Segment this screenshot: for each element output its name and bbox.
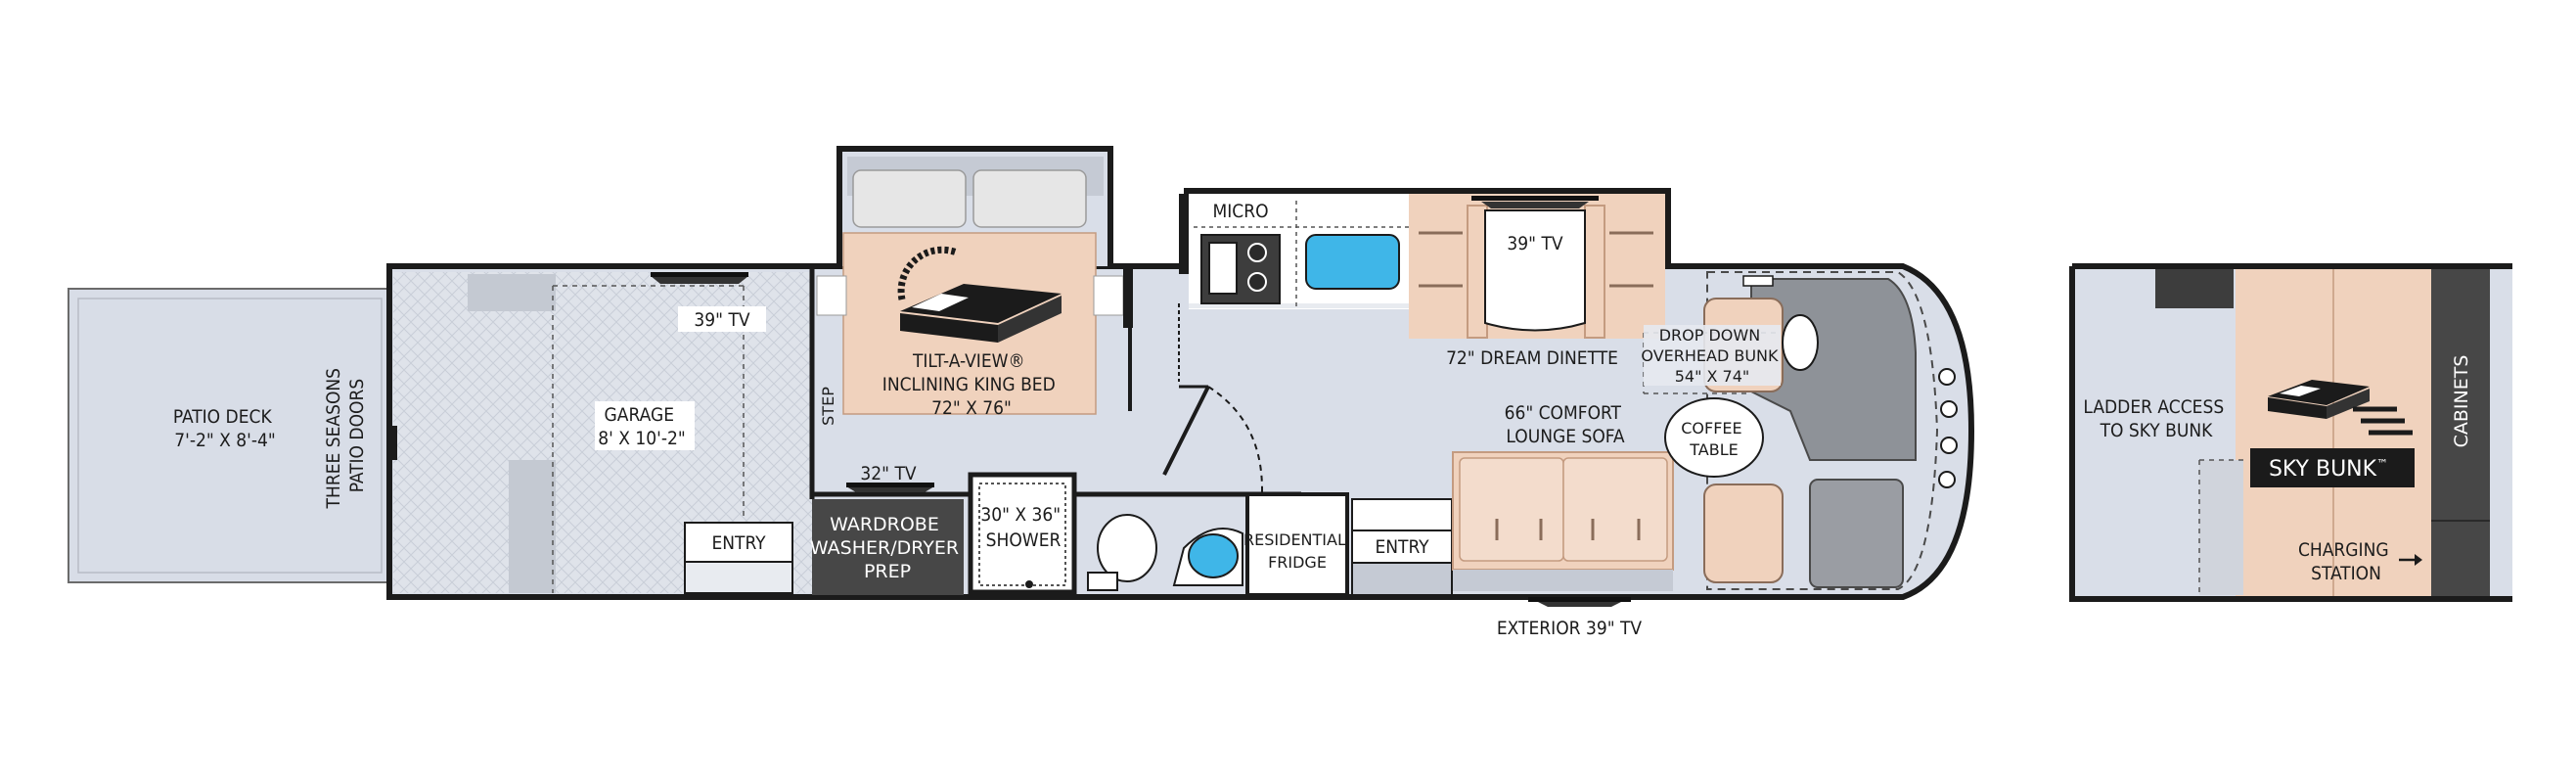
dinette-tv-label: 39" TV (1507, 233, 1562, 254)
bunk-label: DROP DOWN OVERHEAD BUNK 54" X 74" (1641, 326, 1783, 386)
fridge-label: RESIDENTIAL FRIDGE (1243, 530, 1351, 572)
sky-bunk-detail (2069, 263, 2512, 602)
patio-doors-label: THREE SEASONS PATIO DOORS (323, 363, 368, 510)
kitchen-slide (1179, 194, 1409, 309)
micro-label: MICRO (1212, 201, 1268, 222)
garage-entry-label: ENTRY (711, 532, 766, 554)
garage-entry (684, 522, 793, 594)
sofa (1452, 451, 1674, 591)
coffee-table (1664, 397, 1764, 478)
sky-bunk-badge (2250, 448, 2415, 487)
patio-deck-label: PATIO DECK 7'-2" X 8'-4" (173, 406, 277, 451)
charging-label: CHARGING STATION (2298, 539, 2394, 584)
wardrobe-label: WARDROBE WASHER/DRYER PREP (810, 514, 965, 582)
cabinets-label: CABINETS (2451, 355, 2472, 448)
wardrobe (812, 499, 964, 595)
dinette-label: 72" DREAM DINETTE (1446, 347, 1618, 369)
shower-label: 30" X 36" SHOWER (980, 504, 1065, 551)
patio-deck (68, 288, 392, 583)
bed-label: TILT-A-VIEW® INCLINING KING BED 72" X 76… (882, 350, 1061, 419)
charging-arrow-icon (2399, 554, 2422, 566)
exterior-tv (1528, 597, 1631, 607)
garage-label: GARAGE 8' X 10'-2" (598, 404, 685, 449)
sky-bunk-bed-icon (2268, 380, 2413, 436)
bedroom-tv-label: 32" TV (860, 463, 916, 484)
main-entry (1351, 498, 1453, 596)
dinette (1409, 194, 1665, 339)
step-label: STEP (819, 387, 837, 426)
ladder-label: LADDER ACCESS TO SKY BUNK (2083, 396, 2229, 441)
exterior-tv-label: EXTERIOR 39" TV (1497, 618, 1643, 639)
bathroom (968, 385, 1263, 595)
garage-tv (651, 272, 748, 284)
sky-bunk-label: SKY BUNK™ (2269, 457, 2388, 482)
garage-tv-label: 39" TV (694, 309, 749, 331)
sofa-label: 66" COMFORT LOUNGE SOFA (1505, 402, 1627, 447)
bedroom-tv (846, 483, 934, 492)
coffee-table-label: COFFEE TABLE (1681, 419, 1746, 459)
bed-icon (897, 246, 1062, 343)
fridge (1245, 492, 1349, 597)
main-entry-label: ENTRY (1375, 536, 1429, 558)
